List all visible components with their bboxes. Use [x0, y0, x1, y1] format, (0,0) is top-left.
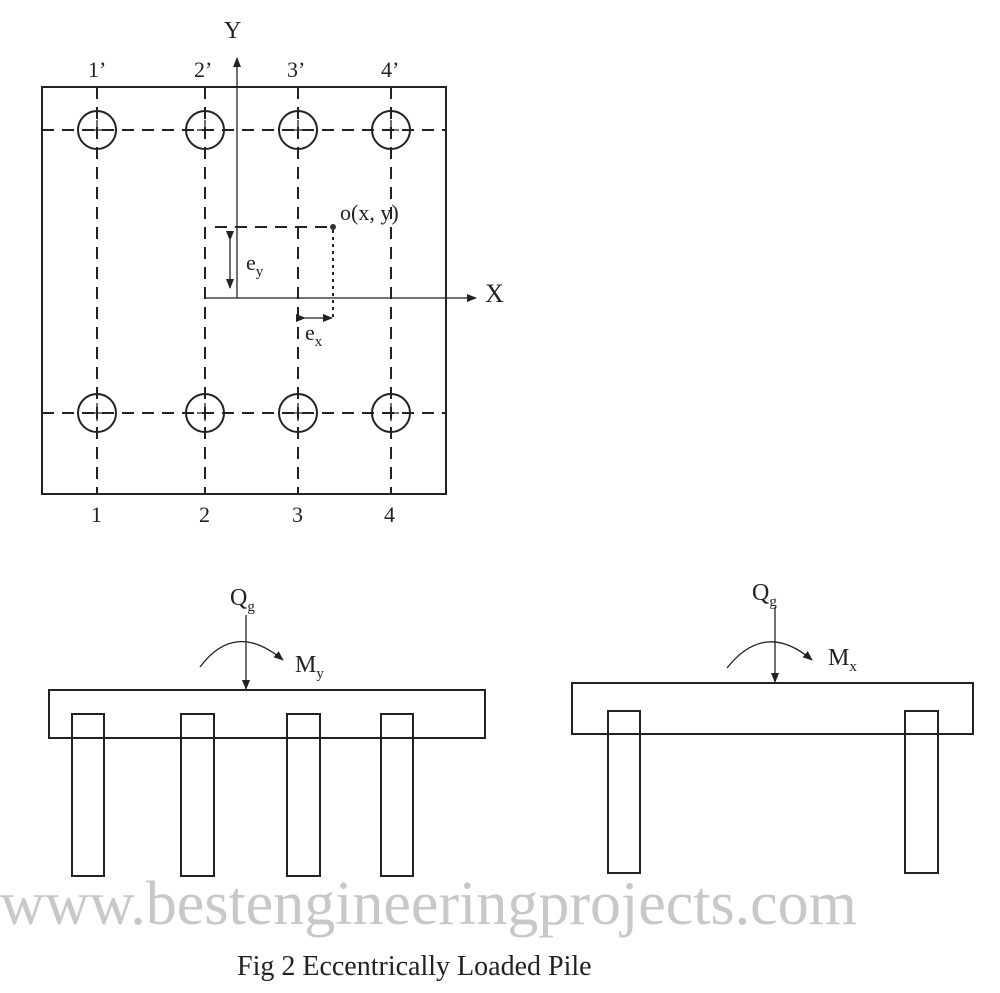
pile-center-mark: [197, 403, 213, 421]
pile-circle: [77, 110, 117, 150]
load-point: [330, 224, 336, 230]
x-axis-label: X: [485, 279, 504, 308]
pile-center-mark: [290, 120, 306, 138]
pile-circle: [371, 393, 411, 433]
pile-center-mark: [290, 403, 306, 421]
y-axis-label: Y: [224, 18, 241, 44]
grid-label-bottom-3: 3: [292, 502, 303, 527]
pile-group-plan: 1’ 2’ 3’ 4’ 1 2 3 4 Y X o(x, y) ey ex: [41, 18, 504, 527]
grid-lines: [42, 87, 446, 494]
pile-circle: [278, 393, 318, 433]
watermark: www.bestengineeringprojects.com: [0, 870, 857, 938]
load-point-label: o(x, y): [340, 200, 399, 225]
pile-circle: [278, 110, 318, 150]
moment-label: My: [295, 652, 324, 682]
pile-center-mark: [383, 120, 399, 138]
section-along-y: Qg Mx: [571, 580, 974, 874]
pile-circle: [77, 393, 117, 433]
moment-arrow: [199, 640, 284, 668]
moment-arrow: [726, 641, 813, 669]
ey-label: ey: [246, 250, 264, 280]
pile-circle: [185, 393, 225, 433]
pile-cap-section: [48, 689, 486, 739]
grid-label-top-3: 3’: [287, 57, 305, 82]
pile-circle: [371, 110, 411, 150]
grid-label-top-2: 2’: [194, 57, 212, 82]
load-label: Qg: [752, 580, 777, 610]
ex-label: ex: [305, 320, 323, 350]
figure-caption: Fig 2 Eccentrically Loaded Pile: [237, 951, 592, 982]
moment-label: Mx: [828, 645, 857, 675]
pile-center-mark: [89, 403, 105, 421]
pile-circles: [77, 110, 411, 433]
pile-center-mark: [383, 403, 399, 421]
pile-center-mark: [89, 120, 105, 138]
grid-label-top-4: 4’: [381, 57, 399, 82]
grid-label-bottom-1: 1: [91, 502, 102, 527]
pile-cap-section: [571, 682, 974, 735]
pile-center-mark: [197, 120, 213, 138]
load-label: Qg: [230, 585, 255, 615]
grid-label-bottom-4: 4: [384, 502, 395, 527]
grid-label-bottom-2: 2: [199, 502, 210, 527]
grid-label-top-1: 1’: [88, 57, 106, 82]
pile-circle: [185, 110, 225, 150]
section-along-x: Qg My: [48, 585, 486, 877]
pile-cap-outline: [41, 86, 447, 495]
